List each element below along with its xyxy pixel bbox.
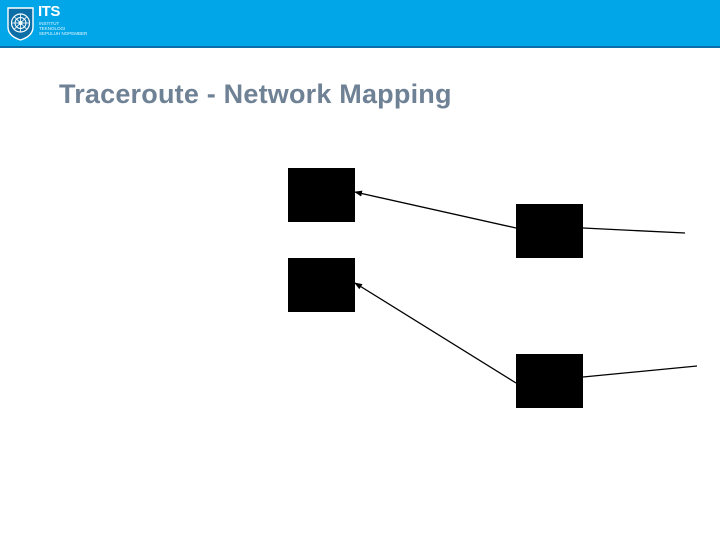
link-d-to-b	[354, 282, 517, 384]
its-logo: ITS INSTITUT TEKNOLOGI SEPULUH NOPEMBER	[38, 4, 108, 44]
link-d-to-offscreen	[582, 365, 698, 378]
link-c-to-offscreen	[582, 227, 686, 234]
header-bar: ITS INSTITUT TEKNOLOGI SEPULUH NOPEMBER	[0, 0, 720, 48]
link-c-to-a	[354, 190, 517, 229]
router-node-c	[516, 204, 583, 258]
router-node-b	[288, 258, 355, 312]
router-node-a	[288, 168, 355, 222]
logo-mark: ITS	[38, 3, 60, 20]
slide-title: Traceroute - Network Mapping	[59, 79, 452, 109]
its-emblem-icon	[7, 7, 34, 41]
logo-subtitle: INSTITUT TEKNOLOGI SEPULUH NOPEMBER	[39, 21, 99, 37]
logo-line: SEPULUH NOPEMBER	[39, 31, 88, 37]
router-node-d	[516, 354, 583, 408]
logo-line: INSTITUT	[39, 21, 60, 26]
logo-line: TEKNOLOGI	[39, 26, 66, 32]
